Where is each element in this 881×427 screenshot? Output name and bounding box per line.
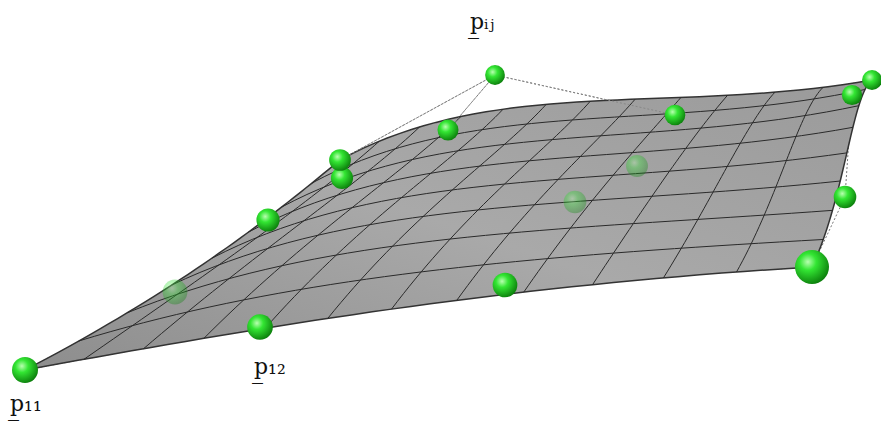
grid-line: [172, 181, 841, 285]
control-point: [834, 186, 857, 209]
control-point: [485, 65, 505, 85]
surface-patch: [25, 80, 872, 370]
control-points: [12, 65, 881, 383]
control-point: [256, 208, 279, 231]
control-net-line: [448, 75, 495, 130]
grid-line: [248, 127, 853, 232]
grid-line: [127, 210, 832, 312]
control-point: [862, 70, 881, 90]
grid-line: [265, 109, 503, 328]
control-net-line: [340, 75, 495, 160]
point-label: p̲₁₂: [254, 355, 286, 379]
control-point: [564, 191, 587, 214]
control-point: [795, 250, 829, 284]
grid-line: [204, 117, 461, 339]
grid-line: [663, 92, 775, 278]
grid-line: [737, 87, 824, 272]
point-label: p̲₁₁: [10, 392, 42, 416]
control-net: [340, 75, 675, 160]
control-net: [25, 75, 872, 370]
control-point: [329, 149, 351, 171]
control-point: [665, 105, 686, 126]
control-point: [626, 155, 648, 177]
grid-line: [392, 101, 591, 309]
control-point: [437, 119, 458, 140]
grid-line: [457, 99, 635, 300]
grid-line: [524, 97, 681, 292]
grid-line: [593, 95, 728, 284]
grid-line: [144, 127, 420, 349]
control-point: [842, 85, 862, 105]
point-label: p̲ᵢⱼ: [470, 10, 494, 34]
control-point: [493, 273, 518, 298]
control-net-line: [495, 75, 675, 115]
control-point: [247, 314, 273, 340]
grid-line: [328, 104, 546, 318]
control-point: [163, 280, 188, 305]
grid-line: [84, 141, 379, 359]
control-point: [12, 357, 38, 383]
bezier-surface: [25, 80, 872, 370]
